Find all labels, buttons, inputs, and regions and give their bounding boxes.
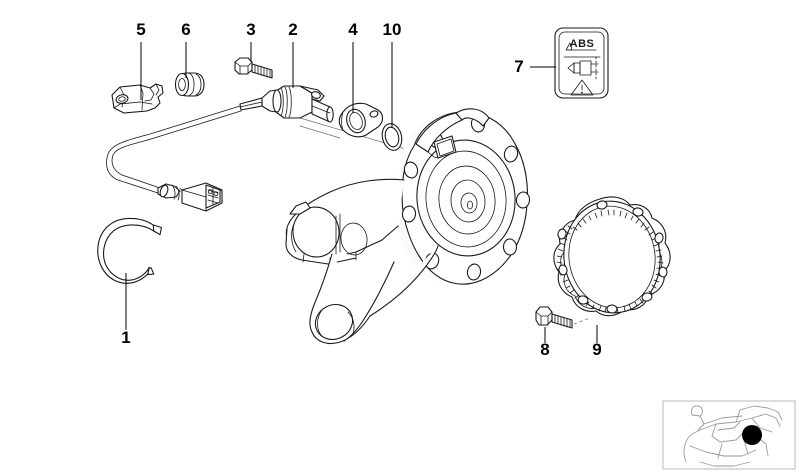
callout-label-3[interactable]: 3 (246, 20, 255, 39)
part-retaining-snap-ring (97, 217, 163, 284)
motorcycle-location-icon (662, 400, 796, 470)
callout-label-7[interactable]: 7 (514, 57, 523, 76)
tone-wheel-teeth (556, 209, 664, 314)
abs-logo-icon: ABS (565, 38, 597, 51)
part-abs-warning-sticker: ABS (554, 27, 609, 99)
callout-label-2[interactable]: 2 (288, 20, 297, 39)
callout-label-6[interactable]: 6 (181, 20, 190, 39)
part-sensor-cable (106, 105, 242, 212)
part-pulse-ring-bolt (535, 306, 591, 329)
abs-logo-text: ABS (570, 38, 595, 50)
pulse-ring-bolt-holes (557, 200, 668, 314)
part-rubber-grommet (174, 72, 205, 97)
part-hex-bolt (234, 57, 273, 79)
callout-label-4[interactable]: 4 (348, 20, 358, 39)
part-abs-pulse-ring (553, 196, 671, 317)
callout-label-1[interactable]: 1 (121, 328, 130, 347)
warning-triangle-icon (570, 79, 594, 96)
motorcycle-silhouette-icon (683, 405, 783, 467)
part-o-ring (381, 123, 403, 151)
part-sensor-flange-gasket (338, 102, 384, 138)
callout-label-10[interactable]: 10 (383, 20, 402, 39)
part-cable-bracket (111, 83, 164, 114)
sensor-gap-pictogram-icon (563, 56, 601, 81)
rear-wheel-location-dot (742, 425, 762, 445)
part-final-drive-housing (285, 108, 531, 345)
part-abs-pulse-sensor (239, 85, 334, 123)
callout-leaders (125, 42, 598, 343)
callout-labels: 5 6 3 2 4 10 7 1 8 9 (121, 20, 601, 359)
callout-label-9[interactable]: 9 (592, 340, 601, 359)
callout-label-5[interactable]: 5 (136, 20, 145, 39)
callout-label-8[interactable]: 8 (540, 340, 549, 359)
